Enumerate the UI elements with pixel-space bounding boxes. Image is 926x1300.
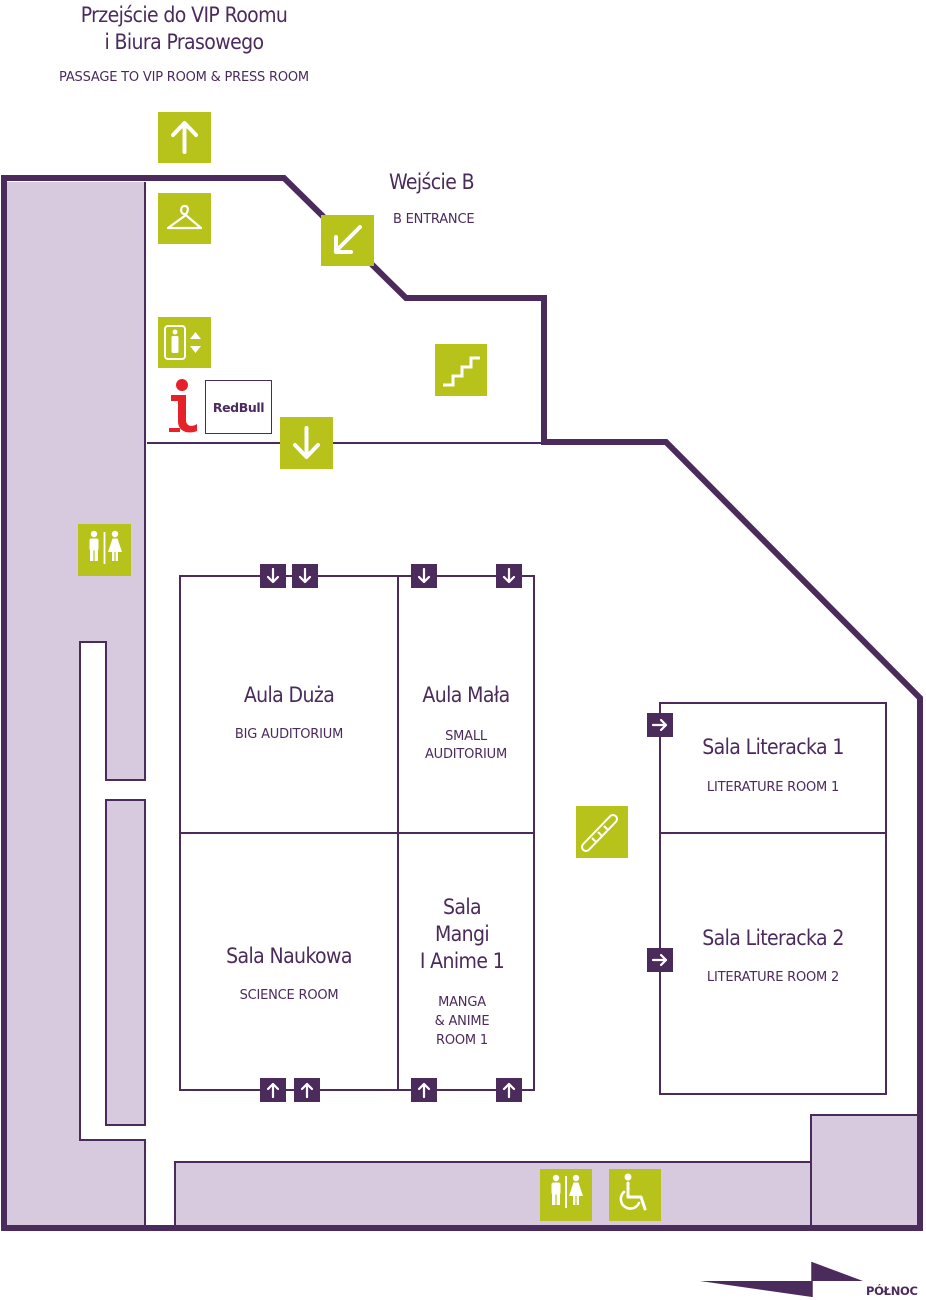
door-arrow-down-icon [409, 562, 439, 590]
left-inner-corridor [105, 799, 146, 1126]
vip-passage-label: Przejście do VIP Roomu i Biura Prasowego [80, 3, 288, 54]
sala-literacka-1-label: Sala Literacka 1 [702, 735, 844, 759]
sala-literacka-1-label-en: LITERATURE ROOM 1 [706, 780, 840, 795]
redbull-stand: RedBull [205, 380, 272, 434]
door-arrow-down-icon [290, 562, 320, 590]
arrow-up-icon [158, 112, 211, 163]
information-icon [169, 379, 197, 433]
sala-naukowa-label-en: SCIENCE ROOM [239, 988, 339, 1003]
room-grid [179, 575, 887, 1095]
door-arrow-down-icon [494, 562, 524, 590]
bottom-corridor [175, 1162, 811, 1228]
redbull-label: RedBull [212, 399, 265, 415]
vip-passage-label-en: PASSAGE TO VIP ROOM & PRESS ROOM [59, 70, 309, 85]
escalator-icon [576, 806, 628, 858]
door-arrow-up-icon [409, 1076, 439, 1104]
arrow-down-icon [280, 417, 333, 469]
aula-duza-label: Aula Duża [243, 683, 335, 707]
arrow-down-left-icon [321, 215, 374, 266]
inner-walls [79, 182, 920, 1228]
sala-naukowa-label: Sala Naukowa [226, 944, 352, 968]
aula-mala-label: Aula Mała [422, 683, 510, 707]
hanger-icon [158, 193, 211, 244]
stairs-icon [435, 344, 487, 396]
aula-mala-label-en: SMALL AUDITORIUM [424, 729, 508, 762]
entrance-b-label-en: B ENTRANCE [393, 212, 475, 227]
north-arrow-icon [700, 1262, 863, 1297]
door-arrow-right-icon [645, 711, 675, 739]
door-arrow-down-icon [258, 562, 288, 590]
outer-wall [1, 175, 923, 1231]
aula-duza-label-en: BIG AUDITORIUM [234, 727, 344, 742]
door-arrow-right-icon [645, 946, 675, 974]
sala-mangi-label-en: MANGA & ANIME ROOM 1 [434, 995, 490, 1048]
left-corridor [7, 182, 145, 1228]
door-arrow-up-icon [494, 1076, 524, 1104]
wheelchair-icon [609, 1169, 661, 1221]
toilets-icon [540, 1169, 592, 1221]
north-label: PÓŁNOC [866, 1284, 918, 1298]
elevator-icon [158, 317, 211, 368]
door-arrow-up-icon [292, 1076, 322, 1104]
entrance-b-label: Wejście B [389, 170, 475, 194]
sala-mangi-label: Sala Mangi I Anime 1 [419, 895, 505, 973]
door-arrow-up-icon [258, 1076, 288, 1104]
sala-literacka-2-label-en: LITERATURE ROOM 2 [706, 970, 840, 985]
sala-literacka-2-label: Sala Literacka 2 [702, 926, 844, 950]
bottom-right-room [811, 1115, 920, 1228]
toilets-icon [78, 524, 131, 576]
